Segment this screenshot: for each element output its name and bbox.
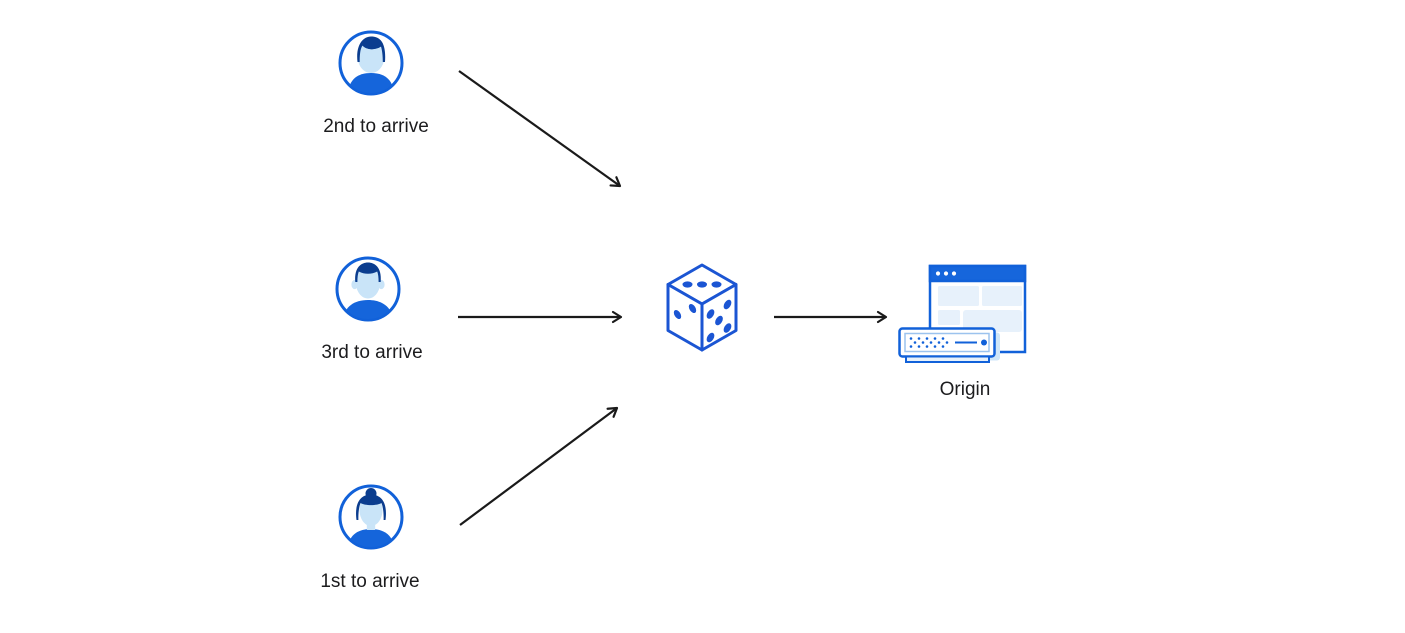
- arrow-user-second-to-dice: [458, 70, 622, 188]
- node-label-user-first: 1st to arrive: [320, 571, 420, 592]
- user-male-short-hair-icon: [335, 256, 401, 322]
- node-user-second: [338, 30, 404, 96]
- node-dice: [665, 262, 739, 354]
- arrow-user-first-to-dice: [459, 406, 619, 526]
- node-label-origin: Origin: [939, 379, 991, 400]
- origin-server-icon: [898, 264, 1027, 363]
- node-label-user-third: 3rd to arrive: [321, 342, 423, 363]
- dice-icon: [666, 263, 738, 352]
- node-origin: [898, 264, 1028, 364]
- node-user-third: [335, 256, 401, 322]
- node-user-first: [338, 484, 404, 550]
- user-male-swept-hair-icon: [338, 30, 404, 96]
- node-label-user-second: 2nd to arrive: [323, 116, 429, 137]
- user-female-bun-icon: [338, 484, 404, 550]
